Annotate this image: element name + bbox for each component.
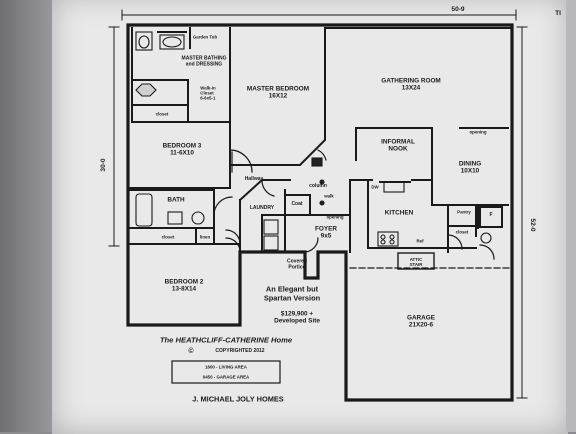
informal-nook-label: INFORMAL NOOK bbox=[381, 138, 415, 153]
dishwasher-label: DW bbox=[371, 184, 379, 190]
copyright-symbol: © bbox=[188, 347, 194, 355]
builder-name: J. MICHAEL JOLY HOMES bbox=[192, 394, 284, 404]
laundry-label: LAUNDRY bbox=[249, 205, 275, 212]
bedroom3-label: BEDROOM 3 11-6X10 bbox=[162, 142, 202, 157]
linen-closet-label: linen bbox=[199, 234, 211, 240]
corner-label: TI bbox=[555, 10, 561, 18]
background-right-edge bbox=[566, 0, 576, 432]
master-bathing-label: MASTER BATHING and DRESSING bbox=[181, 55, 227, 67]
covered-portico-label: Covered Portico bbox=[286, 258, 308, 270]
pantry-label: Pantry bbox=[457, 209, 471, 215]
kitchen-label: KITCHEN bbox=[384, 209, 414, 217]
background-shadow-left bbox=[0, 0, 54, 432]
bath-label: BATH bbox=[167, 196, 185, 204]
master-closet-label: closet bbox=[155, 111, 169, 117]
master-bedroom-label: MASTER BEDROOM 16X12 bbox=[246, 85, 310, 100]
walk-label: walk bbox=[324, 193, 334, 199]
opening-foyer-label: opening bbox=[326, 214, 344, 220]
living-area-text: 1600 - LIVING AREA bbox=[205, 364, 247, 370]
top-dimension-label: 50-9 bbox=[451, 6, 465, 14]
closet-right-label: closet bbox=[455, 229, 469, 235]
tagline-text: An Elegant but Spartan Version bbox=[263, 284, 321, 302]
floor-plan-sheet bbox=[52, 0, 568, 434]
bedroom2-label: BEDROOM 2 13-8X14 bbox=[164, 278, 204, 293]
home-name-title: The HEATHCLIFF-CATHERINE Home bbox=[159, 335, 293, 345]
garage-label: GARAGE 21X20-6 bbox=[406, 314, 436, 329]
gathering-room-label: GATHERING ROOM 13X24 bbox=[381, 77, 441, 92]
column-label: column bbox=[309, 183, 327, 190]
refrigerator-label: Ref bbox=[416, 238, 424, 244]
coat-closet-label: Coat bbox=[291, 201, 303, 208]
attic-stair-label: ATTIC STAIR bbox=[409, 256, 423, 267]
foyer-label: FOYER 9x5 bbox=[314, 225, 338, 240]
f-mark-label: F bbox=[489, 212, 493, 219]
left-dimension-label: 30-0 bbox=[100, 158, 108, 172]
opening-right-label: opening bbox=[469, 129, 487, 135]
dining-label: DINING 10X10 bbox=[458, 160, 482, 175]
hallway-label: Hallway bbox=[244, 176, 264, 183]
garden-tub-label: Garden Tub bbox=[192, 34, 218, 40]
exterior-walls bbox=[126, 23, 514, 402]
bath-closet-label: closet bbox=[161, 234, 175, 240]
garage-area-text: 0450 - GARAGE AREA bbox=[202, 374, 250, 380]
right-dimension-label: 52-0 bbox=[528, 218, 536, 232]
copyright-text: COPYRIGHTED 2012 bbox=[215, 348, 265, 355]
price-text: $129,900 + Developed Site bbox=[274, 310, 320, 325]
walkin-closet-label: Walk-in Closet 6-6x5-1 bbox=[200, 85, 216, 101]
